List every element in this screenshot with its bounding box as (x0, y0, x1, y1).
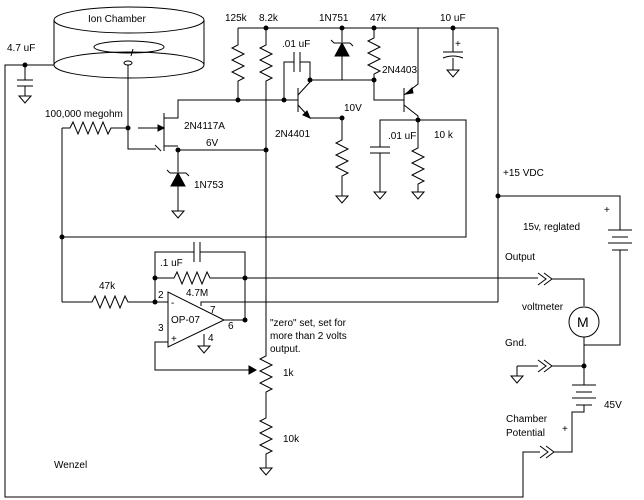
gnd-label: Gnd. (505, 338, 527, 349)
zener-6v-label: 1N753 (194, 180, 224, 191)
r-megohm-label: 100,000 megohm (45, 109, 123, 120)
c10u-label: 10 uF (440, 13, 466, 24)
pin7-label: 7 (210, 305, 216, 316)
supply-15-label: +15 VDC (503, 168, 544, 179)
pin2-label: 2 (158, 290, 164, 301)
r125k-label: 125k (225, 13, 248, 24)
pin4-label: 4 (208, 333, 214, 344)
chamber-pot-label-1: Chamber (506, 414, 548, 425)
meter-m: M (577, 314, 589, 330)
zener-10v-label: 1N751 (319, 13, 349, 24)
zero-set: 1k 10k "zero" set, set for more than 2 v… (258, 150, 347, 476)
ion-chamber: Ion Chamber (53, 6, 205, 79)
jfet-label: 2N4117A (184, 121, 225, 132)
pin3-label: 3 (158, 323, 164, 334)
c-chamber-label: 4.7 uF (7, 43, 35, 54)
pin6-label: 6 (228, 321, 234, 332)
bias-network: 125k 8.2k .01 uF 2N4401 1N751 10V (62, 13, 501, 238)
r10k-right-label: 10 k (434, 130, 454, 141)
q-npn-label: 2N4401 (275, 129, 310, 140)
battery-45-plus: + (562, 424, 568, 435)
c01-top-label: .01 uF (282, 39, 310, 50)
output-label: Output (505, 252, 535, 263)
junction-dot (242, 317, 248, 323)
r47k-in-label: 47k (99, 281, 116, 292)
v6-label: 6V (206, 138, 219, 149)
supply: +15 VDC + 15v, reglated Output M voltmet… (498, 168, 632, 459)
battery-15-label: 15v, reglated (523, 222, 580, 233)
input-stage: 100,000 megohm 2N4117A 6V 1N753 (45, 65, 266, 302)
battery-45-label: 45V (604, 400, 622, 411)
author-label: Wenzel (54, 460, 87, 471)
chamber-shell-wiring: 4.7 uF (4, 43, 540, 498)
v10-label: 10V (344, 103, 362, 114)
junction-dot (125, 125, 131, 131)
junction-dot (152, 275, 158, 281)
opamp-plus: + (171, 334, 177, 345)
zero-note-1: "zero" set, set for (270, 318, 347, 329)
zero-note-3: output. (270, 344, 301, 355)
r10k-bottom-label: 10k (283, 434, 300, 445)
r8k2-label: 8.2k (259, 13, 279, 24)
opamp-label: OP-07 (171, 315, 200, 326)
c1u-fb-label: .1 uF (160, 258, 183, 269)
zero-note-2: more than 2 volts (270, 331, 347, 342)
pot1k-label: 1k (283, 368, 295, 379)
voltmeter-label: voltmeter (522, 302, 564, 313)
opamp-stage: 47k .1 uF 4.7M - + OP-07 2 3 7 6 4 (62, 196, 538, 375)
ion-chamber-label: Ion Chamber (88, 14, 146, 25)
opamp-symbol (167, 291, 226, 348)
c10u-plus-sign: + (455, 39, 461, 50)
battery-15-plus: + (604, 205, 610, 216)
c01-right-label: .01 uF (388, 131, 416, 142)
chamber-pot-label-2: Potential (506, 428, 545, 439)
r47m-label: 4.7M (186, 288, 208, 299)
r47k-top-label: 47k (370, 13, 387, 24)
junction-dot (371, 77, 377, 83)
opamp-minus: - (171, 298, 174, 309)
junction-dot (581, 363, 587, 369)
q-pnp-label: 2N4403 (382, 65, 417, 76)
